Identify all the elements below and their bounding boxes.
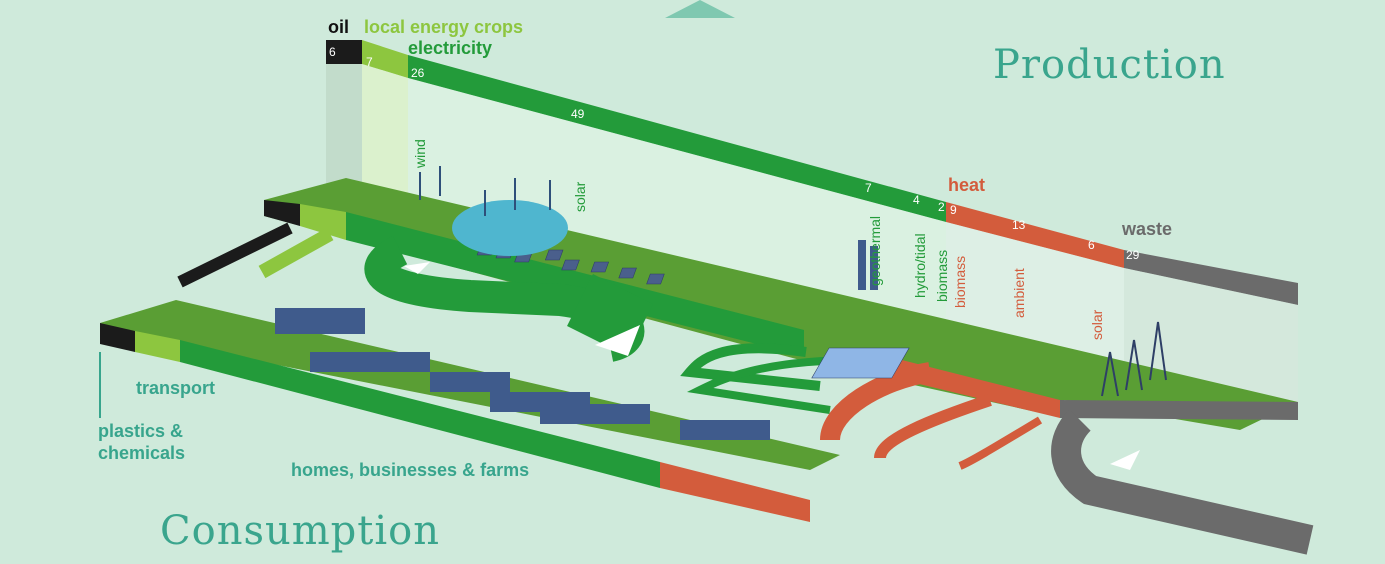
heat-flow-1 [820, 362, 932, 442]
transport-label: transport [136, 378, 216, 398]
wind-turbines [419, 166, 551, 216]
production-edge-crops [300, 204, 346, 240]
flow-arrow-main [595, 325, 640, 356]
waste-flow [1051, 409, 1314, 555]
solar-heat-label: solar [1089, 309, 1105, 340]
plastics-label: plastics & [98, 421, 184, 441]
flow-arrow-waste [1110, 450, 1140, 470]
oil-flow [177, 222, 293, 288]
solar-el-label: solar [572, 181, 588, 212]
cons-edge-crops [135, 331, 180, 362]
crops-drop [362, 64, 408, 220]
consumption-title: Consumption [160, 508, 440, 554]
oil-label: oil [328, 17, 349, 37]
waste-drop [1124, 268, 1298, 402]
oil-drop [326, 64, 362, 204]
houses [275, 308, 770, 440]
plastics-label-2: chemicals [98, 443, 186, 463]
heat-flow-3 [958, 416, 1043, 470]
waste-value: 29 [1126, 248, 1140, 262]
biomass-el-label: biomass [934, 249, 950, 302]
pylons [1101, 321, 1167, 397]
electricity-sub1 [680, 343, 821, 391]
waste-label: waste [1122, 219, 1173, 239]
waste-band [1124, 250, 1298, 305]
crops-band [362, 40, 408, 78]
heat-value-2: 13 [1012, 218, 1026, 232]
top-triangle [665, 0, 735, 18]
electricity-value-3: 7 [865, 181, 872, 195]
flow-arrow-el [404, 262, 430, 274]
heat-band [946, 202, 1124, 268]
hydro-label: hydro/tidal [912, 233, 928, 298]
oil-value: 6 [329, 45, 336, 59]
heat-label: heat [948, 175, 986, 195]
biomass-heat-label: biomass [952, 255, 968, 308]
heat-value-3: 6 [1088, 238, 1095, 252]
cons-edge-heat [660, 462, 810, 522]
heat-value: 9 [950, 203, 957, 217]
lake [452, 200, 568, 256]
homes-label: homes, businesses & farms [291, 460, 530, 480]
production-edge [264, 200, 300, 226]
wind-label: wind [412, 139, 428, 168]
production-edge-el [346, 212, 804, 356]
electricity-value: 26 [411, 66, 425, 80]
crops-value: 7 [366, 55, 373, 69]
geothermal-label: geothermal [867, 215, 883, 286]
cons-edge-el [180, 340, 660, 488]
crops-label: local energy crops [364, 17, 524, 37]
electricity-value-4: 4 [913, 193, 920, 207]
production-edge-waste [1060, 400, 1298, 420]
cons-edge-oil [100, 323, 135, 352]
electricity-band [408, 55, 946, 222]
heat-flow-2 [874, 394, 992, 460]
power-plant [858, 240, 878, 290]
oil-band [326, 40, 362, 64]
production-title: Production [993, 42, 1226, 88]
plastics-leader-line [99, 352, 101, 418]
ambient-label: ambient [1011, 268, 1027, 318]
flow-ribbons [177, 222, 1314, 555]
crops-flow [258, 227, 334, 279]
electricity-value-5: 2 [938, 200, 945, 214]
electricity-value-2: 49 [571, 107, 585, 121]
electricity-drop [408, 78, 946, 340]
electricity-label: electricity [408, 38, 493, 58]
electricity-flow-big [567, 274, 653, 356]
